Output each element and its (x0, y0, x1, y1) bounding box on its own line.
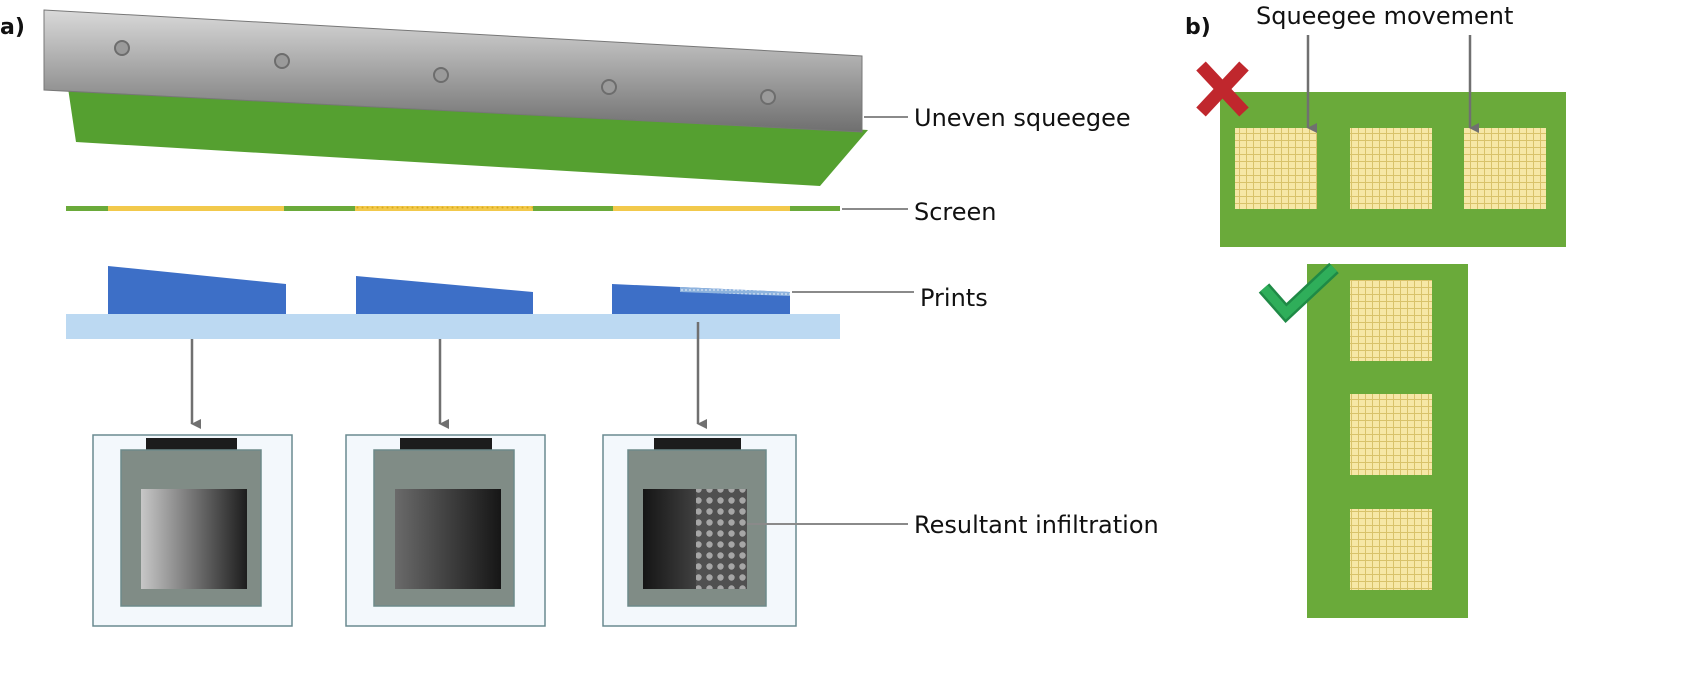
infiltration-cell-2 (345, 434, 546, 627)
print-1 (108, 266, 286, 314)
squeegee-blade (68, 88, 868, 186)
infiltration-cell-3 (602, 434, 797, 627)
board-vertical (1307, 264, 1468, 618)
label-prints: Prints (920, 284, 988, 312)
panel-b-label: b) (1185, 15, 1211, 40)
label-resultant-infiltration: Resultant infiltration (914, 511, 1159, 539)
cross-icon (1196, 61, 1249, 117)
print-2 (356, 276, 533, 314)
panel-a-label: a) (0, 15, 25, 40)
movement-arrows (1306, 35, 1479, 133)
label-screen: Screen (914, 198, 997, 226)
infiltration-cell-1 (92, 434, 293, 627)
down-arrows (190, 322, 707, 429)
squeegee-roller (43, 9, 863, 133)
label-uneven-squeegee: Uneven squeegee (914, 104, 1131, 132)
substrate (66, 314, 840, 339)
squeegee-screws (114, 40, 776, 105)
print-3-underfill (680, 287, 790, 296)
board-horizontal (1220, 92, 1566, 247)
label-squeegee-movement: Squeegee movement (1256, 2, 1513, 30)
screen-mesh (66, 206, 840, 211)
check-icon-highlight (1260, 264, 1338, 320)
